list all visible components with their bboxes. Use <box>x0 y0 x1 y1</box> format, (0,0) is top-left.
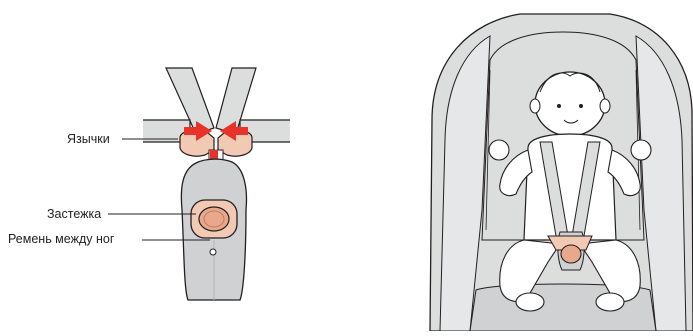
callout-buckle: Застежка <box>47 207 101 221</box>
child-foot-right <box>596 293 624 311</box>
child-hand-left <box>489 140 509 160</box>
seated-child-illustration <box>430 14 693 331</box>
buckle-detail <box>108 68 290 300</box>
child-buckle <box>561 245 581 263</box>
callout-crotch-strap: Ремень между ног <box>8 232 114 246</box>
child-foot-left <box>516 293 544 311</box>
child-ear-right <box>600 99 610 113</box>
child-eye-right <box>579 104 583 108</box>
child-ear-left <box>530 99 540 113</box>
callout-tongues: Язычки <box>67 132 110 146</box>
child-eye-left <box>557 104 561 108</box>
pad-snap <box>210 249 216 255</box>
child-hand-right <box>631 140 651 160</box>
child-torso <box>524 134 616 240</box>
